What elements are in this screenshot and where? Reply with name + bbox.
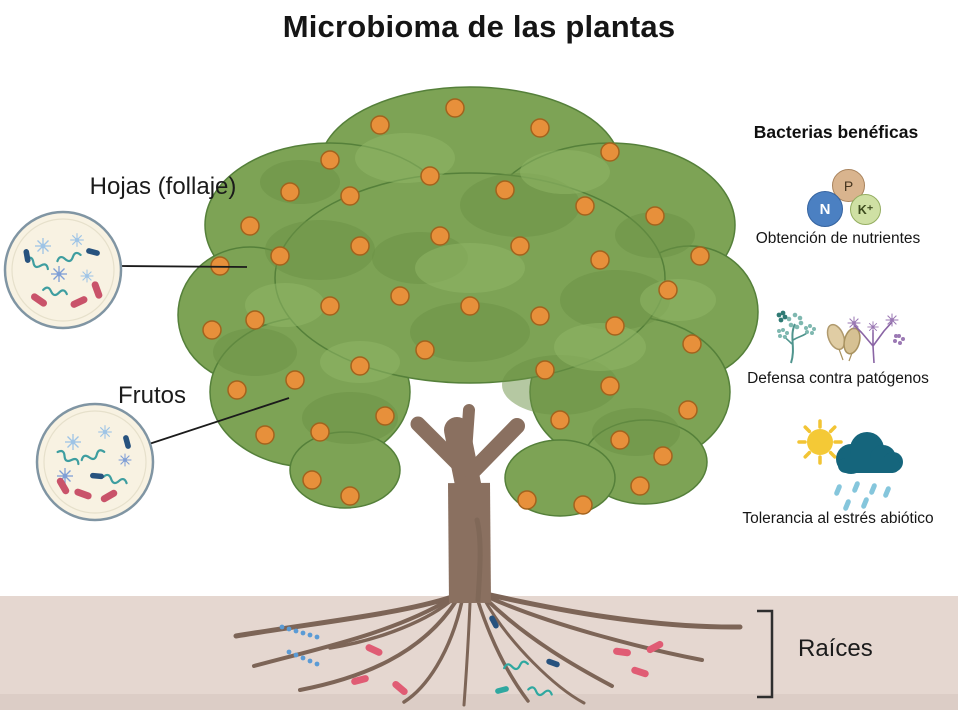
frutos-callout-line bbox=[148, 397, 290, 445]
petri-dish-hojas-icon bbox=[3, 210, 123, 330]
fruit bbox=[202, 98, 710, 515]
label-hojas: Hojas (follaje) bbox=[89, 173, 237, 200]
fungal-pathogen-icon bbox=[776, 310, 905, 364]
label-frutos: Frutos bbox=[117, 382, 186, 409]
legend-item-nutrientes: Obtención de nutrientes bbox=[755, 230, 921, 247]
phosphorus-letter: P bbox=[843, 177, 854, 194]
nitrogen-letter: N bbox=[819, 200, 831, 218]
spore-cluster-dark bbox=[776, 310, 788, 323]
weather-stress-icons bbox=[797, 419, 903, 511]
hojas-callout-line bbox=[120, 265, 248, 268]
sun-icon bbox=[797, 419, 843, 465]
rain-cloud-icon bbox=[836, 432, 903, 474]
nitrogen-circle-icon: N bbox=[807, 191, 843, 227]
tree-roots bbox=[233, 592, 743, 707]
legend-item-abiotico: Tolerancia al estrés abiótico bbox=[742, 510, 934, 527]
tree-trunk bbox=[410, 404, 525, 604]
petri-dish-frutos-icon bbox=[35, 402, 155, 522]
page-title: Microbioma de las plantas bbox=[282, 9, 676, 44]
legend-header: Bacterias benéficas bbox=[753, 122, 919, 142]
soil-band bbox=[0, 596, 958, 710]
potassium-circle-icon: K⁺ bbox=[850, 194, 881, 225]
legend-item-patogenos: Defensa contra patógenos bbox=[747, 370, 929, 387]
soil-bacteria bbox=[279, 614, 665, 699]
callout-lines bbox=[120, 265, 290, 445]
roots-bracket-icon bbox=[757, 609, 774, 699]
conidia-spore-icon bbox=[843, 327, 861, 355]
rain-drops-icon bbox=[834, 481, 891, 511]
label-raices: Raíces bbox=[798, 635, 873, 662]
soil-bottom-strip bbox=[0, 694, 958, 710]
mold-branch-purple bbox=[853, 321, 893, 364]
conidia-spore-icon bbox=[826, 323, 846, 351]
tree-canopy bbox=[177, 86, 759, 517]
potassium-letter: K⁺ bbox=[857, 203, 874, 217]
bacteria-chain-blue bbox=[279, 624, 320, 667]
spore-cluster-purple bbox=[893, 334, 905, 345]
spore-cluster-teal bbox=[777, 312, 816, 339]
